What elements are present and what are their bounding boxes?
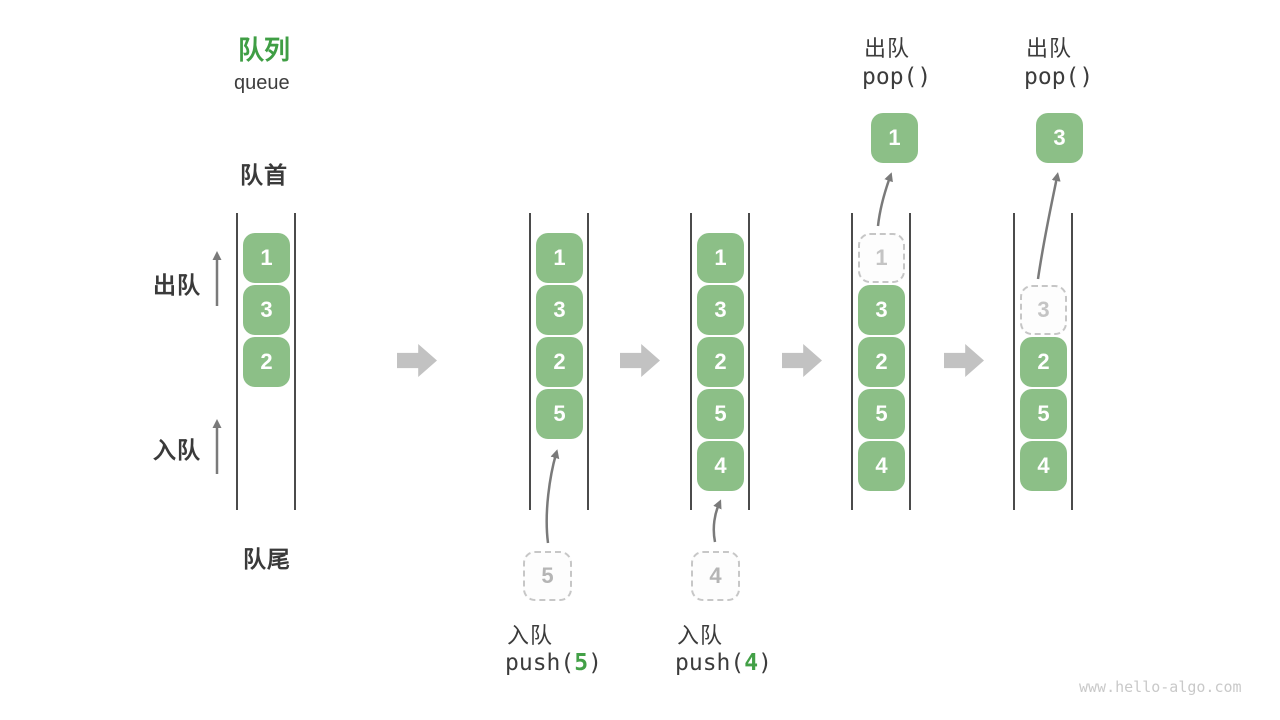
queue-column-1: 1 3 2 <box>236 213 296 510</box>
queue-item: 1 <box>536 233 583 283</box>
pop1-label-zh: 出队 <box>864 36 911 61</box>
label-dequeue-side: 出队 <box>153 272 201 298</box>
queue-item: 3 <box>536 285 583 335</box>
push5-code-arg: 5 <box>574 650 589 676</box>
queue-item: 5 <box>536 389 583 439</box>
queue-item: 4 <box>697 441 744 491</box>
queue-item: 2 <box>858 337 905 387</box>
pending-item-4: 4 <box>691 551 740 601</box>
queue-item: 2 <box>243 337 290 387</box>
queue-item: 4 <box>858 441 905 491</box>
pop2-code: pop() <box>1024 64 1094 90</box>
title-en: queue <box>234 72 290 94</box>
queue-item: 5 <box>1020 389 1067 439</box>
push4-code: push(4) <box>675 650 772 676</box>
pending-item-5: 5 <box>523 551 572 601</box>
queue-item: 5 <box>858 389 905 439</box>
pop2-label-zh: 出队 <box>1026 36 1073 61</box>
queue-item: 3 <box>697 285 744 335</box>
queue-item: 2 <box>697 337 744 387</box>
push5-code-suffix: ) <box>588 650 602 676</box>
queue-item: 1 <box>243 233 290 283</box>
queue-column-4: 1 3 2 5 4 <box>851 213 911 510</box>
push5-label-zh: 入队 <box>507 623 554 648</box>
label-enqueue-side: 入队 <box>153 437 201 463</box>
push4-code-arg: 4 <box>744 650 759 676</box>
queue-column-3: 1 3 2 5 4 <box>690 213 750 510</box>
popped-item-1: 1 <box>871 113 918 163</box>
label-queue-rear: 队尾 <box>243 546 291 572</box>
popped-item-3: 3 <box>1036 113 1083 163</box>
queue-item: 3 <box>858 285 905 335</box>
queue-column-2: 1 3 2 5 <box>529 213 589 510</box>
push5-code-prefix: push( <box>505 650 575 676</box>
queue-item-ghost: 1 <box>858 233 905 283</box>
queue-item: 1 <box>697 233 744 283</box>
queue-item-ghost: 3 <box>1020 285 1067 335</box>
queue-item: 2 <box>1020 337 1067 387</box>
watermark: www.hello-algo.com <box>1079 678 1242 696</box>
queue-item: 4 <box>1020 441 1067 491</box>
transition-arrow-icon <box>782 344 822 377</box>
push4-code-prefix: push( <box>675 650 745 676</box>
transition-arrow-icon <box>620 344 660 377</box>
queue-item: 3 <box>243 285 290 335</box>
title-zh: 队列 <box>238 35 291 65</box>
queue-column-5: 3 2 5 4 <box>1013 213 1073 510</box>
push4-code-suffix: ) <box>758 650 772 676</box>
push5-code: push(5) <box>505 650 602 676</box>
pop1-code: pop() <box>862 64 932 90</box>
transition-arrow-icon <box>944 344 984 377</box>
transition-arrow-icon <box>397 344 437 377</box>
label-queue-front: 队首 <box>240 162 288 188</box>
queue-item: 5 <box>697 389 744 439</box>
push4-label-zh: 入队 <box>677 623 724 648</box>
queue-item: 2 <box>536 337 583 387</box>
